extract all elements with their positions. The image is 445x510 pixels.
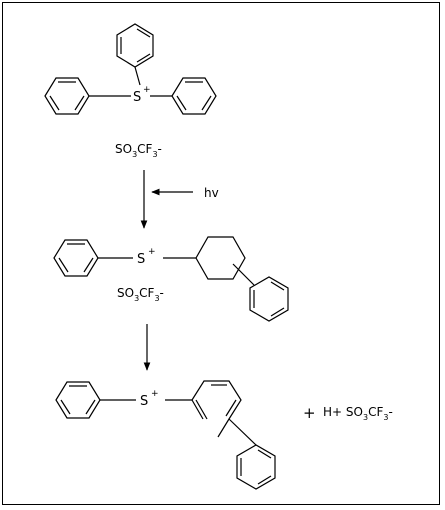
phenyl-ring-right <box>171 77 217 115</box>
acid-label: H+ SO3CF3- <box>323 405 393 422</box>
bond-s-top-phenyl <box>134 66 141 86</box>
phenyl-ring-left <box>44 77 90 115</box>
sulfur-atom-label: S <box>133 90 141 105</box>
bond-ring-phenyl <box>232 263 255 286</box>
counterion-label: SO3CF3- <box>117 286 164 303</box>
dienyl-chain <box>191 380 242 438</box>
phenyl-ring-top <box>116 23 154 68</box>
irradiation-label: hv <box>204 186 219 200</box>
counterion-label: SO3CF3- <box>115 142 162 159</box>
plus-sign: + <box>303 404 316 422</box>
structure-1: S + SO3CF3- <box>44 23 217 159</box>
diagram-frame <box>2 2 440 505</box>
phenyl-ring-pendant <box>249 276 289 322</box>
sulfur-atom-label: S <box>137 252 145 267</box>
phenyl-ring-left <box>53 239 99 277</box>
structure-2: S + SO3CF3- <box>53 236 289 322</box>
bond-chain-phenyl <box>228 418 257 446</box>
structure-3: S + + H+ SO3CF3- <box>55 380 393 490</box>
sulfur-atom-label: S <box>140 394 148 409</box>
sulfur-charge-label: + <box>143 85 151 95</box>
sulfur-charge-label: + <box>151 389 159 399</box>
sulfur-charge-label: + <box>148 247 156 257</box>
reaction-arrow-1: hv <box>140 170 219 229</box>
phenyl-ring-left <box>55 381 101 419</box>
cyclohexane-ring <box>195 236 246 280</box>
phenyl-ring-pendant <box>236 444 276 490</box>
